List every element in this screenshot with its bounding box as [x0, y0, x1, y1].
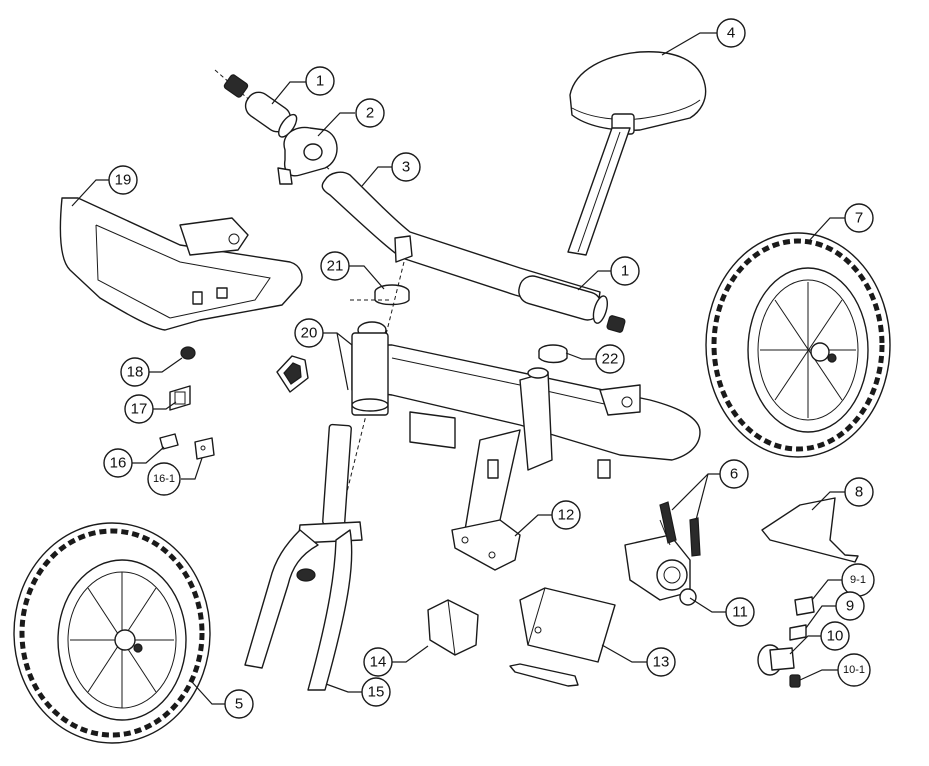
svg-text:9: 9 [846, 598, 854, 615]
svg-text:5: 5 [235, 696, 243, 713]
callout-8: 8 [844, 477, 874, 507]
reflector-part [276, 355, 309, 393]
svg-text:12: 12 [558, 507, 575, 524]
svg-text:1: 1 [316, 73, 324, 90]
seat-clamp-part [538, 344, 568, 364]
svg-text:4: 4 [727, 25, 735, 42]
callout-1-top: 1 [305, 66, 335, 96]
svg-text:9-1: 9-1 [850, 574, 866, 586]
callout-10-1: 10-1 [837, 653, 871, 687]
mudguard-part [761, 497, 859, 563]
callout-16: 16 [103, 448, 133, 478]
callout-5: 5 [224, 689, 254, 719]
front-wheel-part [13, 522, 211, 744]
callout-3: 3 [391, 152, 421, 182]
svg-text:13: 13 [653, 654, 670, 671]
callout-14: 14 [363, 647, 393, 677]
svg-text:10-1: 10-1 [843, 664, 865, 676]
svg-text:1: 1 [621, 263, 629, 280]
svg-text:8: 8 [855, 484, 863, 501]
callout-19: 19 [108, 165, 138, 195]
controller-part [427, 599, 479, 656]
svg-text:11: 11 [732, 604, 748, 621]
motor-assembly-part [624, 501, 701, 606]
svg-text:3: 3 [402, 159, 410, 176]
svg-text:16: 16 [110, 455, 127, 472]
svg-text:21: 21 [327, 258, 344, 275]
seat-part [567, 51, 707, 256]
leader-lines [71, 32, 845, 705]
callout-13: 13 [646, 647, 676, 677]
switch-parts [757, 596, 815, 688]
front-fairing-part [59, 197, 303, 331]
callout-22: 22 [595, 344, 625, 374]
callout-1-right: 1 [610, 256, 640, 286]
callout-10: 10 [820, 621, 850, 651]
front-fork-part [244, 423, 363, 691]
svg-text:15: 15 [368, 684, 385, 701]
rear-wheel-part [705, 232, 891, 458]
callout-20: 20 [294, 318, 324, 348]
svg-text:20: 20 [301, 325, 318, 342]
callout-9: 9 [835, 591, 865, 621]
svg-text:18: 18 [127, 364, 144, 381]
svg-text:17: 17 [131, 401, 148, 418]
handlebar-clamp-part [277, 126, 338, 185]
callout-2: 2 [355, 98, 385, 128]
svg-text:22: 22 [602, 351, 619, 368]
callout-17: 17 [124, 394, 154, 424]
callout-9-1: 9-1 [841, 563, 875, 597]
svg-text:6: 6 [730, 466, 738, 483]
small-parts-left [159, 346, 215, 460]
callout-16-1: 16-1 [147, 462, 181, 496]
frame-part [351, 321, 701, 531]
svg-text:14: 14 [370, 654, 387, 671]
callout-12: 12 [551, 500, 581, 530]
battery-part [509, 587, 616, 687]
stand-bracket-part [451, 519, 521, 571]
callout-6: 6 [719, 459, 749, 489]
svg-text:19: 19 [115, 172, 132, 189]
callout-11: 11 [725, 597, 755, 627]
svg-text:16-1: 16-1 [153, 473, 175, 485]
right-grip-part [518, 275, 626, 333]
headset-cup-part [374, 284, 410, 306]
svg-text:10: 10 [827, 628, 844, 645]
svg-text:7: 7 [855, 210, 863, 227]
callout-18: 18 [120, 357, 150, 387]
callout-7: 7 [844, 203, 874, 233]
callout-15: 15 [361, 677, 391, 707]
callout-4: 4 [716, 18, 746, 48]
callout-21: 21 [320, 251, 350, 281]
svg-text:2: 2 [366, 105, 374, 122]
